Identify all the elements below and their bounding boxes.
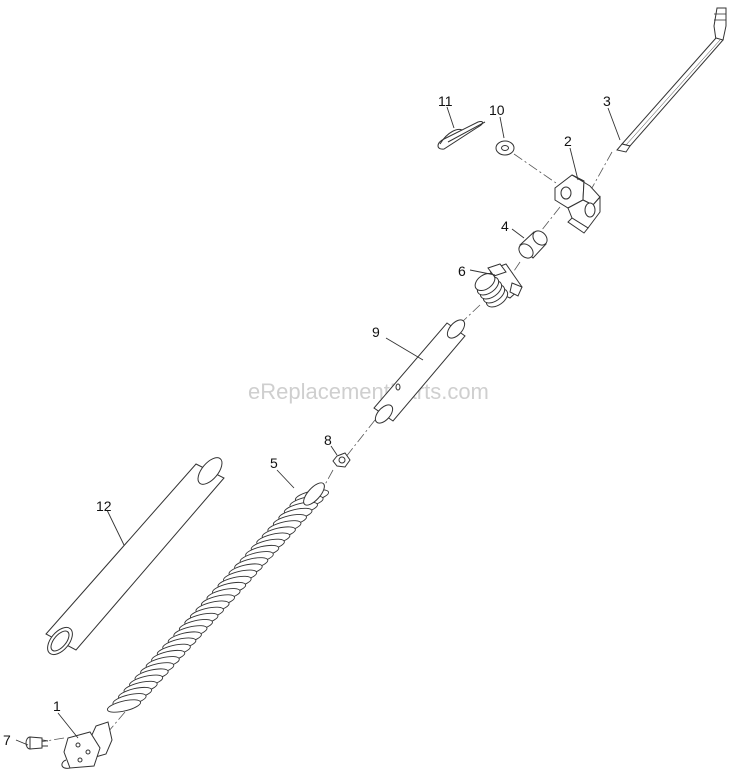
- callout-2: 2: [564, 133, 572, 149]
- inner-tube[interactable]: [372, 317, 468, 426]
- shoulder-bolt[interactable]: [25, 736, 49, 750]
- callout-labels: 1 2 3 4 5 6 7 8 9 10 11 12: [3, 93, 611, 748]
- threaded-adapter[interactable]: [472, 263, 523, 311]
- callout-5: 5: [270, 455, 278, 471]
- callout-9: 9: [372, 324, 380, 340]
- spring-top-cap: [303, 482, 325, 506]
- rod[interactable]: [616, 7, 727, 153]
- compression-spring[interactable]: [106, 487, 330, 714]
- callout-11: 11: [438, 93, 453, 109]
- small-nut[interactable]: [332, 452, 351, 468]
- callout-leaders: [15, 106, 621, 746]
- mounting-bracket[interactable]: [61, 721, 113, 769]
- outer-tube[interactable]: [43, 454, 227, 659]
- washer[interactable]: [495, 140, 515, 156]
- callout-7: 7: [3, 732, 11, 748]
- callout-1: 1: [53, 698, 61, 714]
- bushing[interactable]: [516, 228, 550, 261]
- hairpin-clip[interactable]: [437, 121, 486, 150]
- callout-3: 3: [603, 93, 611, 109]
- callout-12: 12: [96, 498, 112, 514]
- callout-8: 8: [324, 432, 332, 448]
- callout-4: 4: [501, 218, 509, 234]
- clevis-block[interactable]: [554, 174, 601, 234]
- callout-6: 6: [458, 263, 466, 279]
- watermark: eReplacementParts.com: [248, 379, 489, 404]
- callout-10: 10: [489, 102, 505, 118]
